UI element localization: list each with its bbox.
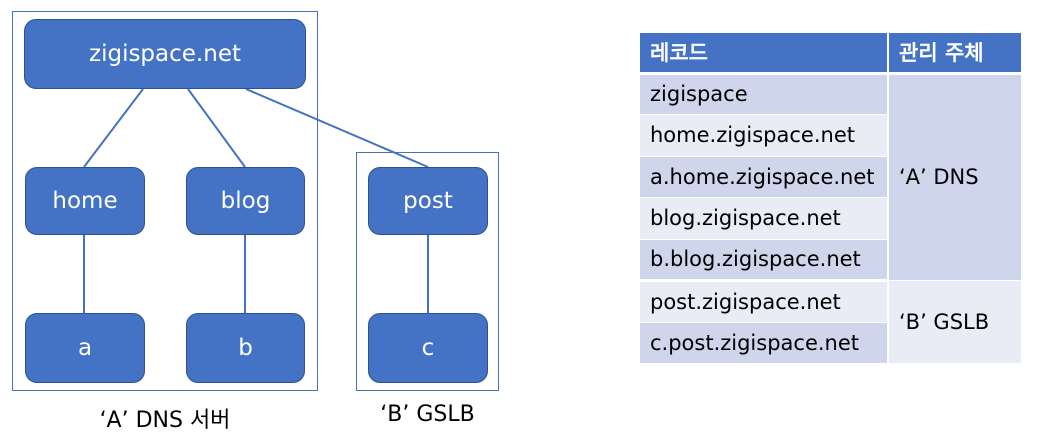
header-record: 레코드 — [640, 33, 889, 75]
node-post: post — [368, 167, 488, 235]
record-owner-table: 레코드 관리 주체 zigispace ‘A’ DNS home.zigispa… — [640, 33, 1021, 364]
caption-b-gslb: ‘B’ GSLB — [380, 402, 475, 427]
table-row: post.zigispace.net ‘B’ GSLB — [640, 280, 1021, 364]
a-dns-server-frame — [12, 11, 318, 391]
link-root-post — [245, 88, 429, 168]
owner-cell-b-gslb: ‘B’ GSLB — [888, 280, 1021, 364]
record-cell: zigispace — [640, 73, 889, 115]
table-row: a.home.zigispace.net — [640, 156, 1021, 198]
node-home: home — [25, 167, 145, 235]
link-root-home — [83, 88, 144, 168]
table-row: c.post.zigispace.net — [640, 322, 1021, 364]
record-cell: a.home.zigispace.net — [640, 156, 889, 198]
table-row: blog.zigispace.net — [640, 197, 1021, 240]
node-a: a — [25, 313, 145, 383]
table-row: home.zigispace.net — [640, 114, 1021, 157]
node-zigispace-net: zigispace.net — [24, 19, 306, 89]
node-blog: blog — [186, 167, 305, 235]
table-row: zigispace ‘A’ DNS — [640, 73, 1021, 281]
header-owner: 관리 주체 — [888, 33, 1021, 75]
link-root-blog — [187, 88, 246, 168]
table-header-row: 레코드 관리 주체 — [640, 33, 1021, 75]
owner-cell-a-dns: ‘A’ DNS — [888, 73, 1021, 281]
b-gslb-frame — [356, 152, 499, 391]
node-c: c — [368, 313, 488, 383]
record-cell: post.zigispace.net — [640, 280, 889, 323]
caption-a-dns-server: ‘A’ DNS 서버 — [99, 408, 231, 433]
node-b: b — [186, 313, 305, 383]
table-row: b.blog.zigispace.net — [640, 239, 1021, 282]
record-cell: home.zigispace.net — [640, 114, 889, 157]
record-cell: b.blog.zigispace.net — [640, 239, 889, 282]
record-cell: blog.zigispace.net — [640, 197, 889, 240]
record-cell: c.post.zigispace.net — [640, 322, 889, 364]
